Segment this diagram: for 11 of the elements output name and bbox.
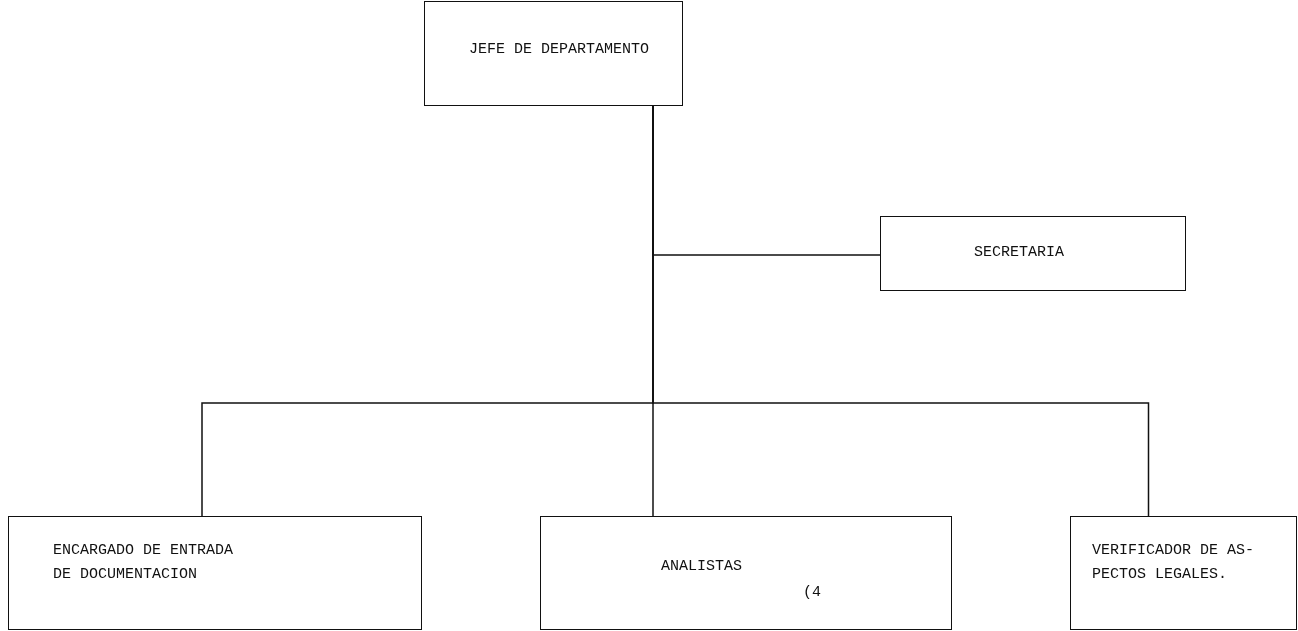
role-title: SECRETARIA xyxy=(974,243,1065,263)
role-title: ANALISTAS xyxy=(661,557,743,577)
role-title: ENCARGADO DE ENTRADA DE DOCUMENTACION xyxy=(53,541,235,585)
org-box xyxy=(540,516,952,630)
count-note: (4 xyxy=(803,583,822,603)
org-box xyxy=(8,516,422,630)
org-box xyxy=(424,1,683,106)
org-box xyxy=(880,216,1186,291)
org-box xyxy=(1070,516,1297,630)
role-title: JEFE DE DEPARTAMENTO xyxy=(469,40,651,60)
role-title: VERIFICADOR DE AS- PECTOS LEGALES. xyxy=(1092,541,1256,585)
